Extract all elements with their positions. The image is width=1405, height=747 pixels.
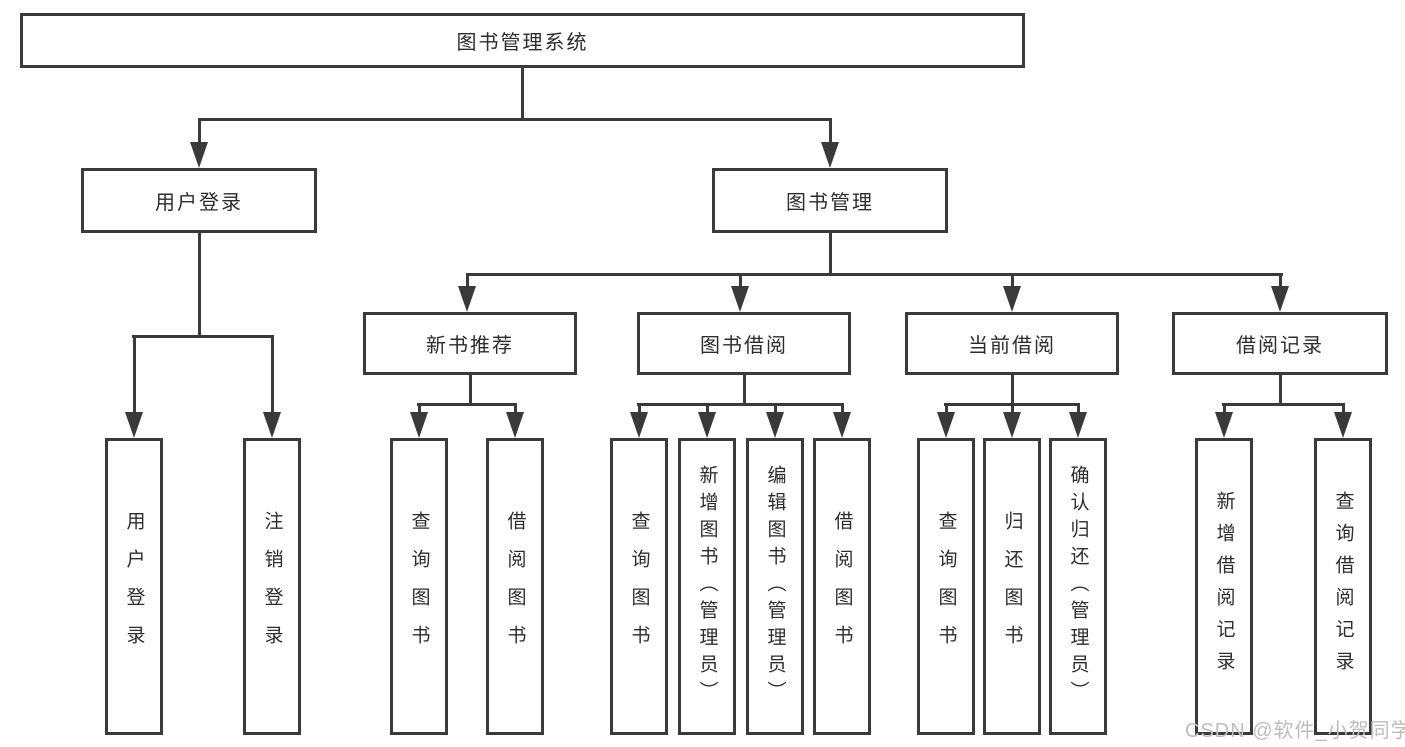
node-label: 图书借阅 xyxy=(700,335,788,357)
connector-vline xyxy=(1011,273,1014,289)
connector-vline xyxy=(1011,403,1014,414)
arrow-down-icon xyxy=(1271,286,1289,312)
connector-hline xyxy=(1222,403,1345,406)
node-label: 图书管理 xyxy=(786,192,874,214)
arrow-down-icon xyxy=(125,412,143,438)
node-label: 新增借阅记录 xyxy=(1213,490,1235,683)
connector-vline xyxy=(198,233,201,335)
connector-vline xyxy=(514,403,517,414)
connector-hline xyxy=(417,403,517,406)
leaf-confirm-return-admin: 确认归还（管理员） xyxy=(1049,438,1107,735)
node-new-book-recommend: 新书推荐 xyxy=(363,312,577,375)
node-label: 借阅图书 xyxy=(831,510,853,663)
node-label: 用户登录 xyxy=(155,192,243,214)
leaf-user-login: 用户登录 xyxy=(105,438,163,735)
leaf-edit-books-admin: 编辑图书（管理员） xyxy=(746,438,804,735)
connector-hline xyxy=(198,118,832,121)
connector-vline xyxy=(706,403,709,414)
node-borrowing-records: 借阅记录 xyxy=(1172,312,1388,375)
connector-vline xyxy=(774,403,777,414)
connector-vline xyxy=(829,233,832,273)
node-label: 用户登录 xyxy=(123,510,145,663)
connector-hline xyxy=(637,403,844,406)
node-label: 当前借阅 xyxy=(968,335,1056,357)
connector-hline xyxy=(132,335,274,338)
arrow-down-icon xyxy=(263,412,281,438)
leaf-query-books-recommend: 查询图书 xyxy=(390,438,448,735)
connector-vline xyxy=(841,403,844,414)
arrow-down-icon xyxy=(766,412,784,438)
node-label: 查询借阅记录 xyxy=(1332,490,1354,683)
arrow-down-icon xyxy=(1003,286,1021,312)
connector-vline xyxy=(133,335,136,414)
node-label: 编辑图书（管理员） xyxy=(764,465,786,708)
node-label: 查询图书 xyxy=(408,510,430,663)
arrow-down-icon xyxy=(937,412,955,438)
connector-vline xyxy=(198,118,201,146)
connector-vline xyxy=(418,403,421,414)
leaf-return-books: 归还图书 xyxy=(983,438,1041,735)
arrow-down-icon xyxy=(833,412,851,438)
arrow-down-icon xyxy=(1069,412,1087,438)
node-label: 查询图书 xyxy=(935,510,957,663)
node-label: 新书推荐 xyxy=(426,335,514,357)
leaf-borrow-books-recommend: 借阅图书 xyxy=(486,438,544,735)
node-label: 借阅记录 xyxy=(1236,335,1324,357)
arrow-down-icon xyxy=(821,142,839,168)
connector-vline xyxy=(638,403,641,414)
arrow-down-icon xyxy=(458,286,476,312)
leaf-query-books-borrowing: 查询图书 xyxy=(610,438,668,735)
connector-vline xyxy=(945,403,948,414)
node-label: 借阅图书 xyxy=(504,510,526,663)
node-user-login: 用户登录 xyxy=(81,168,317,233)
connector-vline xyxy=(1342,403,1345,414)
arrow-down-icon xyxy=(190,142,208,168)
connector-vline xyxy=(469,375,472,403)
node-label: 确认归还（管理员） xyxy=(1067,465,1089,708)
connector-vline xyxy=(743,375,746,403)
node-library-management-system: 图书管理系统 xyxy=(20,13,1025,68)
connector-vline xyxy=(1279,375,1282,403)
arrow-down-icon xyxy=(731,286,749,312)
node-label: 查询图书 xyxy=(628,510,650,663)
node-current-borrowing: 当前借阅 xyxy=(905,312,1119,375)
connector-vline xyxy=(1011,375,1014,403)
connector-vline xyxy=(1077,403,1080,414)
leaf-add-books-admin: 新增图书（管理员） xyxy=(678,438,736,735)
connector-vline xyxy=(466,273,469,289)
arrow-down-icon xyxy=(630,412,648,438)
arrow-down-icon xyxy=(1334,412,1352,438)
leaf-query-borrow-record: 查询借阅记录 xyxy=(1314,438,1372,735)
leaf-logout-login: 注销登录 xyxy=(243,438,301,735)
arrow-down-icon xyxy=(1215,412,1233,438)
arrow-down-icon xyxy=(1003,412,1021,438)
arrow-down-icon xyxy=(410,412,428,438)
node-label: 归还图书 xyxy=(1001,510,1023,663)
node-book-borrowing: 图书借阅 xyxy=(637,312,851,375)
connector-vline xyxy=(1223,403,1226,414)
leaf-query-books-current: 查询图书 xyxy=(917,438,975,735)
leaf-borrow-books: 借阅图书 xyxy=(813,438,871,735)
node-book-management: 图书管理 xyxy=(712,168,948,233)
node-label: 新增图书（管理员） xyxy=(696,465,718,708)
connector-vline xyxy=(1279,273,1282,289)
arrow-down-icon xyxy=(506,412,524,438)
arrow-down-icon xyxy=(698,412,716,438)
watermark: CSDN @软件_小贺同学 xyxy=(1185,720,1405,742)
leaf-add-borrow-record: 新增借阅记录 xyxy=(1195,438,1253,735)
connector-vline xyxy=(739,273,742,289)
connector-hline xyxy=(466,273,1283,276)
node-label: 图书管理系统 xyxy=(456,32,589,54)
connector-vline xyxy=(271,335,274,414)
node-label: 注销登录 xyxy=(261,510,283,663)
connector-vline xyxy=(829,118,832,146)
connector-vline xyxy=(521,68,524,118)
